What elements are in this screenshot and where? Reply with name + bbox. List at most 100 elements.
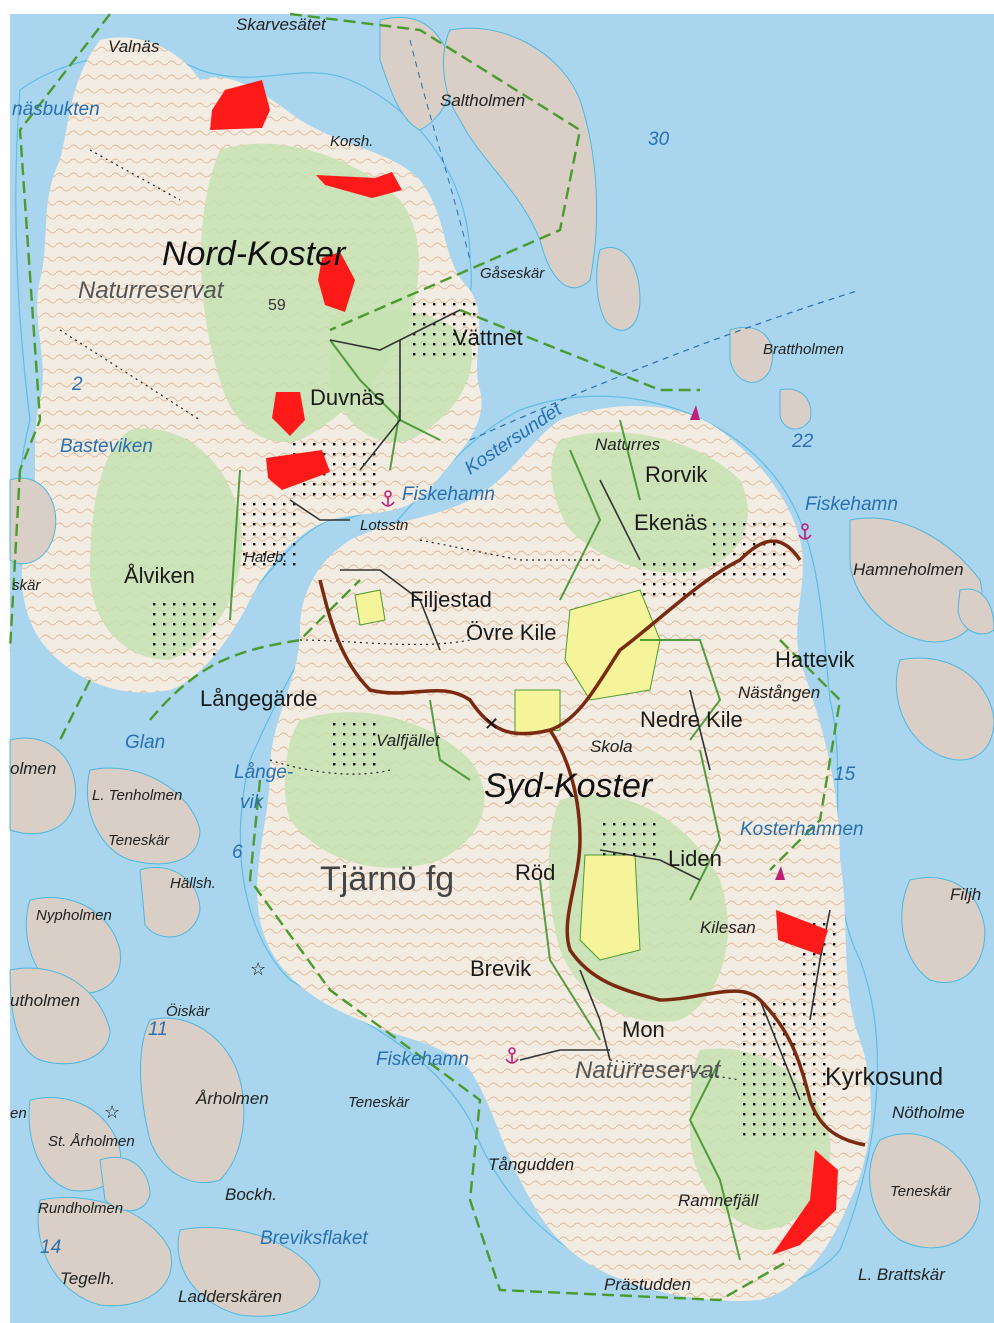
label-hamneholmen: Hamneholmen [853, 560, 964, 579]
label-langevik-a: Långe- [234, 762, 293, 783]
marked-area-kilesand[interactable] [776, 910, 828, 955]
label-hill-59: 59 [268, 297, 286, 314]
label-skar: skär [12, 577, 41, 594]
label-nedre-kile: Nedre Kile [640, 707, 743, 732]
label-en: en [10, 1105, 27, 1122]
marked-area-nord-central[interactable] [318, 252, 355, 312]
label-oiskar: Öiskär [166, 1002, 210, 1020]
label-tjarno: Tjärnö fg [320, 860, 454, 898]
label-naturres: Naturres [595, 435, 661, 454]
label-rod: Röd [515, 860, 555, 885]
anchor-icon [381, 490, 395, 507]
label-naturreservat-north: Naturreservat [78, 277, 225, 304]
label-nord-koster: Nord-Koster [162, 235, 347, 273]
map-frame-top [0, 0, 994, 14]
label-lotsstn: Lotsstn [360, 517, 408, 534]
label-fiskehamn-north: Fiskehamn [402, 484, 495, 505]
label-teneskar-west: Teneskär [108, 832, 170, 849]
label-utholmen: utholmen [10, 991, 80, 1010]
label-ladderskaren: Ladderskären [178, 1287, 282, 1306]
label-nypholmen: Nypholmen [36, 907, 112, 924]
label-l-tenholmen: L. Tenholmen [92, 787, 182, 804]
marked-area-duvnas-south[interactable] [266, 450, 330, 490]
label-notholmen: Nötholme [892, 1103, 965, 1122]
label-ovre-kile: Övre Kile [466, 620, 556, 645]
marked-area-korsh[interactable] [316, 172, 402, 198]
label-naturreservat-south: Naturreservat [575, 1057, 722, 1084]
label-korsh: Korsh. [330, 133, 373, 150]
marked-area-ramnefjall[interactable] [772, 1150, 838, 1255]
label-glan: Glan [125, 732, 165, 753]
depth-label: 11 [148, 1019, 168, 1040]
lighthouse-icon [690, 405, 785, 880]
label-filjestad: Filjestad [410, 587, 492, 612]
label-teneskar-mid: Teneskär [348, 1094, 410, 1111]
label-brattholmen: Brattholmen [763, 341, 844, 358]
label-ekenas: Ekenäs [634, 510, 707, 535]
label-kyrkosund: Kyrkosund [825, 1063, 943, 1091]
marked-area-valnas[interactable] [210, 80, 270, 130]
reserve-boundaries [8, 12, 842, 1302]
label-nasbukten: näsbukten [12, 99, 100, 120]
label-haleb: Haleb. [244, 549, 287, 566]
star-icon: ☆ [250, 959, 266, 979]
buildings [150, 300, 840, 1140]
label-arholmen: Årholmen [195, 1089, 269, 1108]
label-skarvesatet: Skarvesätet [236, 15, 327, 34]
label-valnas: Valnäs [108, 37, 160, 56]
label-rundholmen: Rundholmen [38, 1200, 123, 1217]
label-breviksflaket: Breviksflaket [260, 1228, 368, 1249]
label-brevik: Brevik [470, 956, 532, 981]
label-alviken: Ålviken [124, 563, 195, 588]
label-ramnefjall: Ramnefjäll [678, 1191, 760, 1210]
label-bockh: Bockh. [225, 1185, 277, 1204]
anchor-icon [798, 523, 812, 540]
label-tangudden: Tångudden [488, 1155, 574, 1174]
label-valfjallet: Valfjället [376, 731, 441, 750]
northern-islets [379, 16, 994, 1249]
label-gaseskar: Gåseskär [480, 265, 545, 282]
depth-label: 15 [834, 764, 856, 785]
label-fiskehamn-east: Fiskehamn [805, 494, 898, 515]
footpaths [59, 149, 741, 1081]
depth-label: 14 [40, 1237, 61, 1258]
marked-area-duvnas-north[interactable] [272, 392, 305, 436]
harbor-symbols [381, 490, 812, 1064]
label-st-arholmen: St. Årholmen [48, 1133, 135, 1150]
label-basteviken: Basteviken [60, 436, 153, 457]
label-liden: Liden [668, 846, 722, 871]
label-mon: Mon [622, 1017, 665, 1042]
main-road [318, 539, 866, 1147]
star-icon: ☆ [104, 1102, 120, 1122]
label-hattevik: Hattevik [775, 647, 855, 672]
map-labels: Nord-Koster Naturreservat Syd-Koster Tjä… [10, 15, 981, 1306]
depth-label: 30 [648, 129, 670, 150]
label-vattnet: Vättnet [453, 325, 523, 350]
property-lines [229, 339, 741, 1261]
label-kilesand: Kilesan [700, 918, 756, 937]
map-frame-left [0, 0, 10, 1323]
label-prastudden: Prästudden [604, 1275, 691, 1294]
depth-label: 6 [232, 842, 243, 863]
label-olmen: olmen [10, 759, 56, 778]
anchor-icon [505, 1047, 519, 1064]
label-skola: Skola [590, 737, 633, 756]
label-kosterhamnen: Kosterhamnen [740, 819, 864, 840]
label-teneskar-east: Teneskär [890, 1183, 952, 1200]
label-saltholmen: Saltholmen [440, 91, 525, 110]
depth-label: 2 [71, 374, 83, 395]
label-rorvik: Rorvik [645, 462, 708, 487]
label-langegarde: Långegärde [200, 686, 317, 711]
marked-areas[interactable] [210, 80, 838, 1255]
western-islets [9, 477, 321, 1317]
label-fiskehamn-south: Fiskehamn [376, 1049, 469, 1070]
depth-label: 22 [791, 431, 814, 452]
label-filjh: Filjh [950, 885, 981, 904]
label-tegelh: Tegelh. [60, 1269, 115, 1288]
label-duvnas: Duvnäs [310, 385, 385, 410]
label-l-brattskar: L. Brattskär [858, 1265, 946, 1284]
label-hallsh: Hällsh. [170, 875, 216, 892]
label-syd-koster: Syd-Koster [484, 767, 654, 805]
label-nastangen: Nästången [738, 683, 820, 702]
